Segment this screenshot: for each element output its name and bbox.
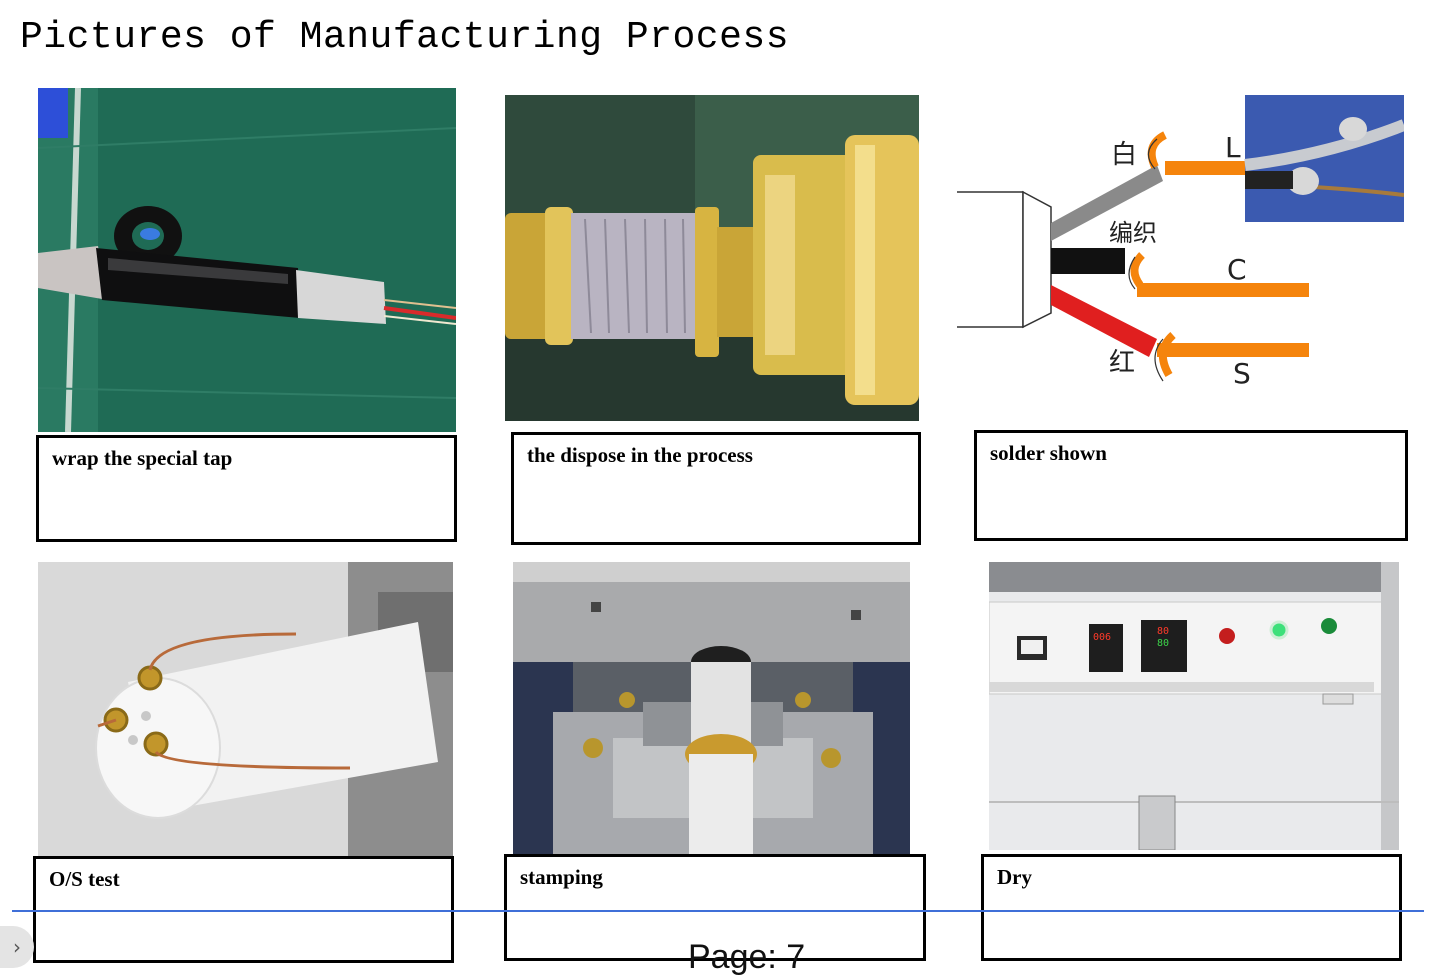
chevron-right-icon: › bbox=[13, 935, 21, 959]
caption-text: solder shown bbox=[990, 441, 1107, 465]
label-red-wire: 红 bbox=[1109, 348, 1135, 378]
stamping-press-photo bbox=[513, 562, 910, 854]
next-page-button[interactable]: › bbox=[0, 926, 34, 968]
caption-box-stamping: stamping bbox=[504, 854, 926, 961]
page-title: Pictures of Manufacturing Process bbox=[20, 16, 790, 59]
label-terminal-c: C bbox=[1227, 253, 1247, 286]
cable-wrapped-with-tape-photo bbox=[38, 88, 456, 432]
caption-text: Dry bbox=[997, 865, 1032, 889]
label-terminal-s: S bbox=[1233, 357, 1251, 390]
label-white-wire: 白 bbox=[1111, 140, 1137, 170]
temp-set-readout: 80 bbox=[1157, 626, 1169, 637]
caption-text: the dispose in the process bbox=[527, 443, 753, 467]
solder-wiring-diagram: 白 编织 红 L C S bbox=[957, 95, 1404, 400]
cable-end-with-pins-photo bbox=[38, 562, 453, 858]
caption-box-os-test: O/S test bbox=[33, 856, 454, 963]
caption-text: O/S test bbox=[49, 867, 120, 891]
label-braid: 编织 bbox=[1109, 219, 1157, 247]
footer-rule-line bbox=[12, 910, 1424, 912]
page-number: Page: 7 bbox=[688, 938, 806, 976]
caption-text: wrap the special tap bbox=[52, 446, 233, 470]
caption-box-dry: Dry bbox=[981, 854, 1402, 961]
caption-box-dispose: the dispose in the process bbox=[511, 432, 921, 545]
temp-actual-readout: 80 bbox=[1157, 638, 1169, 649]
drying-cabinet-photo: 006 80 80 bbox=[989, 562, 1399, 850]
caption-box-solder: solder shown bbox=[974, 430, 1408, 541]
shielded-cable-brass-connector-photo bbox=[505, 95, 919, 421]
label-terminal-l: L bbox=[1225, 131, 1241, 164]
caption-box-wrap: wrap the special tap bbox=[36, 435, 457, 542]
counter-readout: 006 bbox=[1093, 632, 1111, 643]
caption-text: stamping bbox=[520, 865, 603, 889]
